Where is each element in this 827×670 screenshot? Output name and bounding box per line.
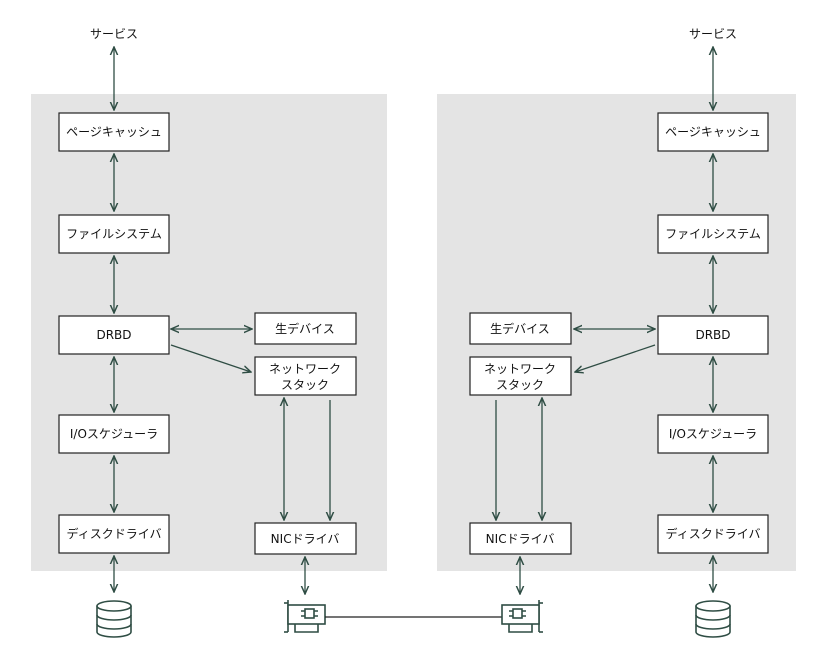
left-service-label: サービス: [90, 27, 138, 41]
right-network-stack-box: ネットワーク スタック: [469, 356, 572, 396]
left-network-stack-label-2: スタック: [281, 378, 329, 392]
right-io-scheduler-label: I/Oスケジューラ: [669, 427, 757, 441]
left-io-scheduler-label: I/Oスケジューラ: [70, 427, 158, 441]
right-nic-driver-box: NICドライバ: [469, 522, 572, 555]
right-io-scheduler-box: I/Oスケジューラ: [657, 414, 769, 454]
left-filesystem-label: ファイルシステム: [66, 227, 162, 241]
left-drbd-label: DRBD: [96, 328, 131, 342]
right-drbd-box: DRBD: [657, 315, 769, 355]
right-filesystem-box: ファイルシステム: [657, 214, 769, 254]
left-network-stack-box: ネットワーク スタック: [254, 356, 357, 396]
right-arrow-drbd-netstack: [575, 344, 656, 372]
right-raw-device-label: 生デバイス: [490, 321, 550, 336]
right-database-icon: [695, 600, 731, 638]
right-service-label: サービス: [689, 27, 737, 41]
left-io-scheduler-box: I/Oスケジューラ: [58, 414, 170, 454]
right-page-cache-box: ページキャッシュ: [657, 112, 769, 152]
left-filesystem-box: ファイルシステム: [58, 214, 170, 254]
right-network-stack-label-2: スタック: [496, 378, 544, 392]
left-nic-driver-box: NICドライバ: [254, 522, 357, 555]
right-disk-driver-label: ディスクドライバ: [666, 526, 761, 541]
left-raw-device-label: 生デバイス: [275, 321, 335, 336]
left-disk-driver-label: ディスクドライバ: [67, 526, 162, 541]
right-network-stack-label-1: ネットワーク: [484, 362, 556, 376]
left-disk-driver-box: ディスクドライバ: [58, 514, 170, 554]
right-filesystem-label: ファイルシステム: [665, 227, 761, 241]
left-nic-driver-label: NICドライバ: [271, 532, 340, 546]
left-drbd-box: DRBD: [58, 315, 170, 355]
left-network-card-icon: [284, 600, 326, 633]
right-raw-device-box: 生デバイス: [469, 312, 572, 345]
left-page-cache-label: ページキャッシュ: [66, 125, 162, 139]
left-arrow-drbd-netstack: [170, 344, 251, 372]
right-drbd-label: DRBD: [695, 328, 730, 342]
right-page-cache-label: ページキャッシュ: [665, 125, 761, 139]
left-network-stack-label-1: ネットワーク: [269, 362, 341, 376]
left-database-icon: [96, 600, 132, 638]
left-page-cache-box: ページキャッシュ: [58, 112, 170, 152]
left-raw-device-box: 生デバイス: [254, 312, 357, 345]
right-disk-driver-box: ディスクドライバ: [657, 514, 769, 554]
right-network-card-icon: [501, 600, 543, 633]
right-nic-driver-label: NICドライバ: [486, 532, 555, 546]
